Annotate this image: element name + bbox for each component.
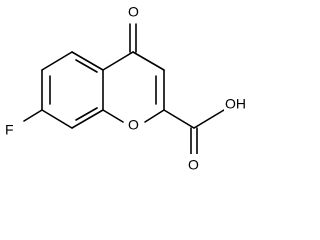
atom-bg-f xyxy=(3,120,19,140)
bond-o1-c8a xyxy=(102,109,124,123)
bond-c4a-c5 xyxy=(41,109,73,129)
bond-c6-c7 xyxy=(41,51,73,71)
atom-group: O O F OH O xyxy=(3,2,252,174)
bond-benzene-double-top xyxy=(75,59,98,73)
bond-c8-c4 xyxy=(102,51,134,71)
atom-label-fluorine: F xyxy=(5,122,14,138)
bond-benzene-double-bottom xyxy=(75,107,98,121)
atom-label-o-acid: O xyxy=(188,157,199,173)
bond-c8a-c4a xyxy=(71,109,104,129)
atom-bg-o-acid xyxy=(186,154,202,174)
atom-bg-o-ring xyxy=(125,114,143,134)
atom-bg-o-carbonyl xyxy=(125,2,141,22)
atom-label-o-ring: O xyxy=(128,117,139,133)
bond-carboxyl-oh xyxy=(193,109,225,129)
atom-label-o-carbonyl: O xyxy=(128,4,139,20)
atom-label-hydroxyl: OH xyxy=(225,96,246,112)
bond-fluorine xyxy=(23,109,43,122)
bond-group xyxy=(23,23,225,155)
bond-c2-carboxyl xyxy=(163,109,195,129)
bond-c2-o1 xyxy=(144,109,165,123)
bond-c7-c8 xyxy=(71,51,104,71)
bond-c4-c3 xyxy=(132,51,165,71)
structure-diagram: O O F OH O xyxy=(3,2,252,174)
atom-bg-oh xyxy=(224,95,252,115)
